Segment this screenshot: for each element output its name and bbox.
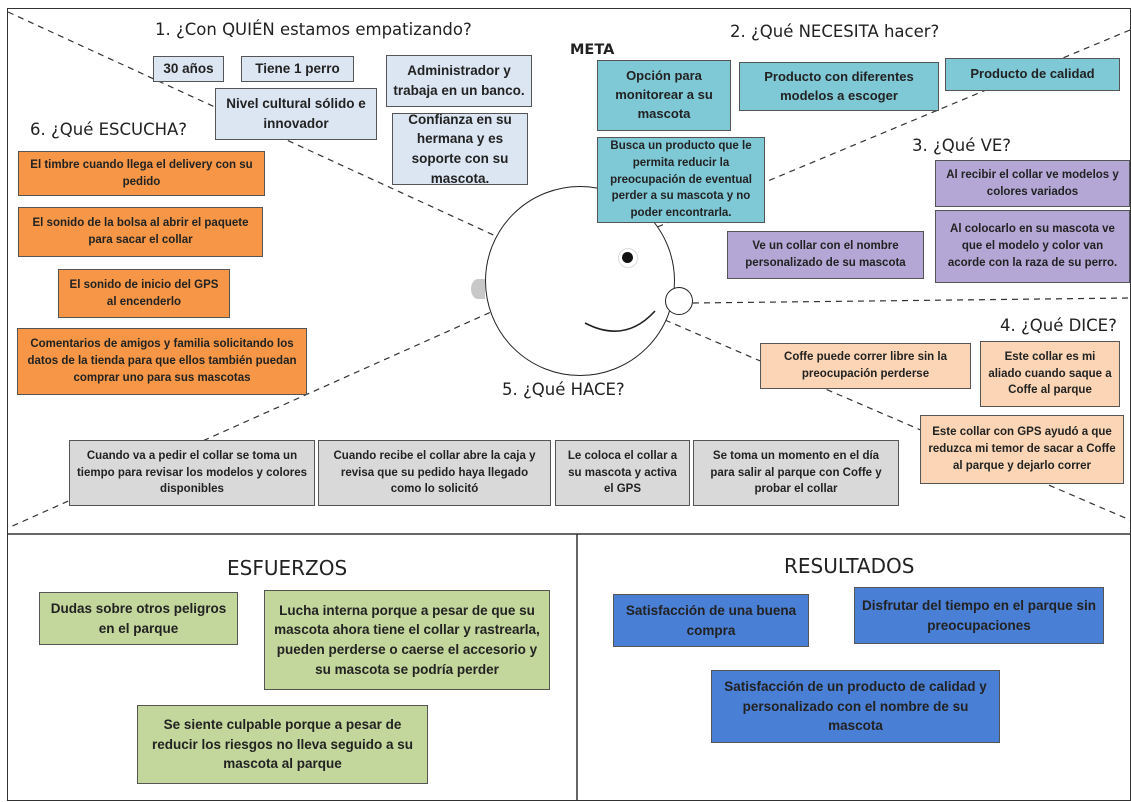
result-card-quality: Satisfacción de un producto de calidad y… <box>711 670 1000 743</box>
effort-card-dangers: Dudas sobre otros peligros en el parque <box>39 592 238 645</box>
say-card-ally: Este collar es mi aliado cuando saque a … <box>980 341 1120 407</box>
say-card-coffe-free: Coffe puede correr libre sin la preocupa… <box>760 343 971 389</box>
efforts-title: ESFUERZOS <box>227 556 348 580</box>
face-eye <box>618 248 638 268</box>
heading-who: 1. ¿Con QUIÉN estamos empatizando? <box>155 20 472 39</box>
see-card-models: Al recibir el collar ve modelos y colore… <box>935 160 1130 207</box>
hear-card-bag: El sonido de la bolsa al abrir el paquet… <box>18 207 263 257</box>
smile-mouth <box>584 310 656 332</box>
who-card-pet: Tiene 1 perro <box>241 56 354 82</box>
empathy-map-board <box>7 8 1131 801</box>
see-card-name: Ve un collar con el nombre personalizado… <box>727 231 924 279</box>
who-card-age: 30 años <box>153 56 224 82</box>
need-card-goal: Busca un producto que le permita reducir… <box>597 137 765 223</box>
effort-card-struggle: Lucha interna porque a pesar de que su m… <box>264 590 550 690</box>
effort-card-guilt: Se siente culpable porque a pesar de red… <box>137 705 428 784</box>
meta-label: META <box>570 42 615 58</box>
do-card-review: Cuando va a pedir el collar se toma un t… <box>69 440 315 506</box>
heading-say: 4. ¿Qué DICE? <box>1000 316 1117 335</box>
result-card-purchase: Satisfacción de una buena compra <box>613 594 809 647</box>
say-card-gps-fear: Este collar con GPS ayudó a que reduzca … <box>920 415 1124 484</box>
do-card-open-box: Cuando recibe el collar abre la caja y r… <box>318 440 551 506</box>
result-card-park: Disfrutar del tiempo en el parque sin pr… <box>854 587 1104 644</box>
need-card-models: Producto con diferentes modelos a escoge… <box>739 62 939 111</box>
results-title: RESULTADOS <box>784 554 915 578</box>
eye-pupil <box>622 252 633 263</box>
hear-card-doorbell: El timbre cuando llega el delivery con s… <box>18 151 265 196</box>
who-card-trust: Confianza en su hermana y es soporte con… <box>392 113 528 185</box>
hear-card-gps: El sonido de inicio del GPS al encenderl… <box>58 269 230 318</box>
heading-hear: 6. ¿Qué ESCUCHA? <box>30 120 188 139</box>
need-card-monitor: Opción para monitorear a su mascota <box>597 60 731 131</box>
hear-card-comments: Comentarios de amigos y familia solicita… <box>17 328 307 395</box>
face-right-ear <box>665 287 693 315</box>
heading-see: 3. ¿Qué VE? <box>912 136 1012 155</box>
face-left-ear <box>471 279 485 299</box>
heading-do: 5. ¿Qué HACE? <box>502 380 625 399</box>
need-card-quality: Producto de calidad <box>945 58 1120 91</box>
do-card-park: Se toma un momento en el día para salir … <box>693 440 899 506</box>
do-card-activate: Le coloca el collar a su mascota y activ… <box>555 440 690 506</box>
see-card-breed: Al colocarlo en su mascota ve que el mod… <box>935 210 1130 283</box>
heading-need: 2. ¿Qué NECESITA hacer? <box>730 22 940 41</box>
who-card-job: Administrador y trabaja en un banco. <box>386 55 532 107</box>
who-card-culture: Nivel cultural sólido e innovador <box>215 88 377 140</box>
